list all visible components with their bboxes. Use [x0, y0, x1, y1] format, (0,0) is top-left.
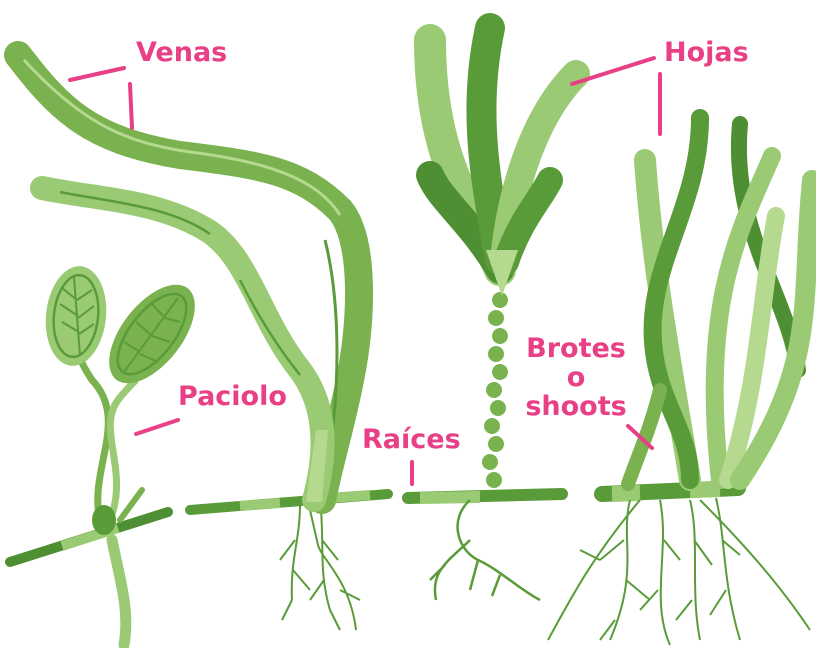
label-raices: Raíces	[362, 425, 461, 455]
label-brotes-o-shoots: Brotes o shoots	[520, 334, 632, 421]
venas-line-b	[130, 84, 132, 128]
seedling-plant	[10, 263, 211, 645]
label-o: o	[520, 363, 632, 392]
label-shoots: shoots	[520, 392, 632, 421]
label-hojas: Hojas	[664, 38, 749, 68]
label-brotes: Brotes	[520, 334, 632, 363]
venas-line-a	[70, 68, 124, 80]
label-venas: Venas	[136, 38, 227, 68]
beaded-plant	[408, 28, 576, 600]
label-paciolo: Paciolo	[178, 382, 287, 412]
paciolo-line	[136, 420, 178, 434]
